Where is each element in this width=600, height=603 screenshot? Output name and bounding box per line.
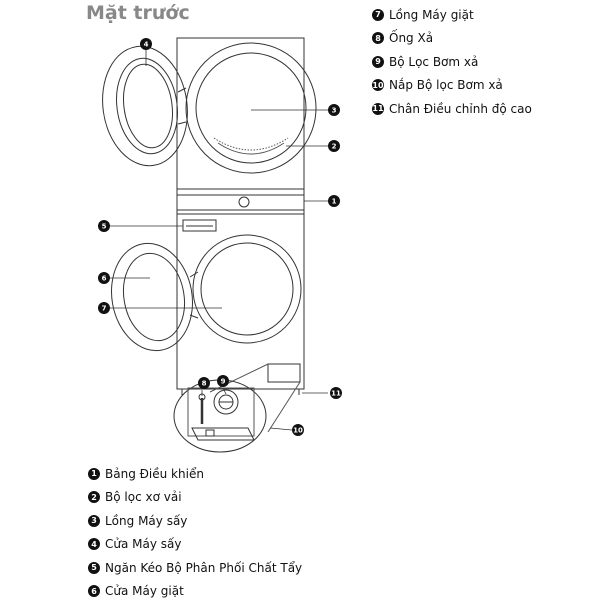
number-badge: 7 <box>372 9 384 21</box>
number-badge: 1 <box>88 468 100 480</box>
legend-item-6: 6 Cửa Máy giặt <box>88 580 302 603</box>
legend-label: Nắp Bộ lọc Bơm xả <box>389 78 503 92</box>
svg-text:4: 4 <box>144 41 149 49</box>
callout-11: 11 <box>330 387 342 399</box>
svg-text:2: 2 <box>332 143 337 151</box>
svg-text:9: 9 <box>221 378 226 386</box>
number-badge: 2 <box>88 491 100 503</box>
number-badge: 11 <box>372 103 384 115</box>
legend-label: Bộ Lọc Bơm xả <box>389 55 478 69</box>
svg-text:10: 10 <box>293 427 303 435</box>
legend-label: Lồng Máy giặt <box>389 8 474 22</box>
legend-label: Bộ lọc xơ vải <box>105 490 182 504</box>
legend-label: Chân Điều chỉnh độ cao <box>389 102 532 116</box>
pump-cover <box>192 428 254 440</box>
legend-item-8: 8 Ống Xả <box>372 27 532 51</box>
legend-item-10: 10 Nắp Bộ lọc Bơm xả <box>372 74 532 98</box>
callout-8: 8 <box>198 377 210 389</box>
number-badge: 3 <box>88 515 100 527</box>
parts-legend-bottom: 1 Bảng Điều khiển 2 Bộ lọc xơ vải 3 Lồng Má… <box>88 462 302 603</box>
callout-10: 10 <box>292 424 304 436</box>
svg-text:3: 3 <box>332 107 337 115</box>
legend-item-1: 1 Bảng Điều khiển <box>88 462 302 486</box>
legend-item-3: 3 Lồng Máy sấy <box>88 509 302 533</box>
number-badge: 6 <box>88 585 100 597</box>
callout-4: 4 <box>140 38 152 50</box>
callout-1: 1 <box>328 195 340 207</box>
legend-item-7: 7 Lồng Máy giặt <box>372 3 532 27</box>
svg-text:11: 11 <box>331 390 341 398</box>
legend-label: Ngăn Kéo Bộ Phân Phối Chất Tẩy <box>105 561 302 575</box>
washer-door <box>103 237 201 357</box>
washer-drum-inner <box>201 243 293 335</box>
parts-legend-right: 7 Lồng Máy giặt 8 Ống Xả 9 Bộ Lọc Bơm xả 10… <box>372 3 532 121</box>
callout-2: 2 <box>328 140 340 152</box>
legend-label: Ống Xả <box>389 31 433 45</box>
legend-label: Lồng Máy sấy <box>105 514 187 528</box>
callout-9: 9 <box>217 375 229 387</box>
washer-cabinet <box>177 214 304 389</box>
callout-5: 5 <box>98 220 110 232</box>
legend-item-4: 4 Cửa Máy sấy <box>88 533 302 557</box>
svg-text:8: 8 <box>202 380 207 388</box>
svg-text:7: 7 <box>102 305 107 313</box>
number-badge: 8 <box>372 32 384 44</box>
legend-item-11: 11 Chân Điều chỉnh độ cao <box>372 97 532 121</box>
svg-text:5: 5 <box>102 223 107 231</box>
callout-6: 6 <box>98 272 110 284</box>
dryer-drum-inner <box>196 53 306 163</box>
legend-item-9: 9 Bộ Lọc Bơm xả <box>372 50 532 74</box>
callout-7: 7 <box>98 302 110 314</box>
drain-cover-small <box>268 364 300 382</box>
legend-label: Cửa Máy sấy <box>105 537 181 551</box>
washer-drum-outer <box>193 235 301 343</box>
number-badge: 4 <box>88 538 100 550</box>
callout-3: 3 <box>328 104 340 116</box>
lint-filter <box>214 138 288 150</box>
dryer-door <box>95 41 195 172</box>
svg-text:6: 6 <box>102 275 107 283</box>
legend-item-5: 5 Ngăn Kéo Bộ Phân Phối Chất Tẩy <box>88 556 302 580</box>
svg-text:1: 1 <box>332 198 337 206</box>
legend-item-2: 2 Bộ lọc xơ vải <box>88 486 302 510</box>
number-badge: 10 <box>372 79 384 91</box>
legend-label: Bảng Điều khiển <box>105 467 204 481</box>
number-badge: 9 <box>372 56 384 68</box>
number-badge: 5 <box>88 562 100 574</box>
legend-label: Cửa Máy giặt <box>105 584 184 598</box>
